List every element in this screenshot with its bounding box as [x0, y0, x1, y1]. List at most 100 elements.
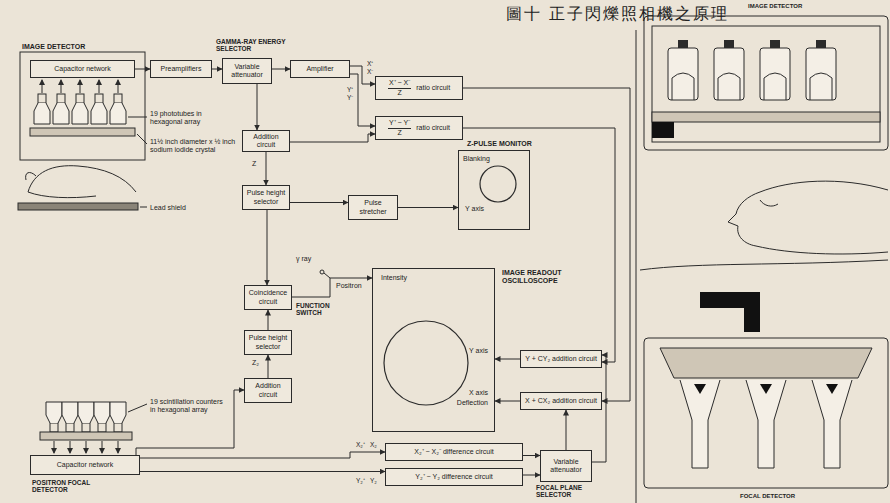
box-label: X₂⁺ − X₂⁻ difference circuit — [414, 448, 494, 456]
scintillation-counter-array — [46, 402, 126, 432]
switch-lever — [324, 273, 330, 278]
signal-wire — [523, 475, 540, 476]
terminal-label: Y axis — [465, 205, 484, 213]
difference-circuit-box: X₂⁺ − X₂⁻ difference circuit — [385, 443, 523, 461]
callout-label: Y⁻ — [346, 94, 354, 101]
ratio-circuit-box: X⁺ − X⁻Zratio circuit — [375, 76, 463, 100]
attenuator-box: Variable attenuator — [540, 450, 592, 482]
callout-label: X⁻ — [366, 68, 374, 75]
box-label: ratio circuit — [416, 84, 450, 92]
focal-detector-housing — [644, 338, 888, 488]
signal-wire — [398, 207, 458, 208]
preamplifier-box: Preamplifiers — [150, 60, 212, 78]
callout-label: Y₂ — [369, 477, 378, 484]
amplifier-box: Amplifier — [290, 60, 350, 78]
box-label: Variable attenuator — [225, 63, 269, 79]
screen-circle — [384, 321, 468, 405]
section-heading: POSITRON FOCAL DETECTOR — [32, 479, 112, 494]
addition-circuit-box: Y + CY₂ addition circuit — [520, 350, 602, 368]
fraction: X⁺ − X⁻Z — [388, 79, 411, 96]
signal-wire — [268, 310, 269, 330]
box-label: Amplifier — [306, 65, 333, 73]
text-group: Y₂⁺ − Y₂ difference circuit — [415, 473, 492, 481]
text-group: Capacitor network — [54, 65, 110, 73]
difference-circuit-box: Y₂⁺ − Y₂ difference circuit — [385, 468, 523, 486]
callout-label: Positron — [336, 282, 362, 290]
box-label: Pulse stretcher — [351, 199, 395, 215]
signal-wire — [140, 471, 385, 472]
signal-wire — [135, 69, 150, 70]
patient-head — [728, 181, 888, 254]
box-label: Capacitor network — [54, 65, 110, 73]
signal-wire — [268, 355, 269, 378]
signal-wire — [350, 66, 375, 84]
section-heading: IMAGE DETECTOR — [748, 3, 802, 10]
addition-circuit-box: Addition circuit — [242, 130, 290, 152]
fraction-term: X⁺ − X⁻ — [388, 79, 411, 88]
oscilloscope-screen: IMAGE READOUT OSCILLOSCOPEIntensityY axi… — [372, 268, 495, 432]
box-label: Y₂⁺ − Y₂ difference circuit — [415, 473, 492, 481]
phototube-row — [668, 40, 836, 100]
patient-head — [26, 166, 136, 198]
callout-label: γ ray — [296, 255, 316, 263]
signal-wire — [292, 278, 372, 297]
box-label: Preamplifiers — [161, 65, 202, 73]
signal-wire — [495, 359, 520, 360]
leader-lines — [128, 117, 147, 412]
addition-circuit-box: X + CX₂ addition circuit — [520, 392, 602, 410]
callout-label: Y₂⁺ — [355, 477, 366, 484]
box-label: Y + CY₂ addition circuit — [525, 355, 597, 363]
callout-label: X₂⁺ — [355, 441, 366, 448]
text-group: X₂⁺ − X₂⁻ difference circuit — [414, 448, 494, 456]
text-group: Pulse height selector — [247, 334, 289, 350]
text-group: Addition circuit — [245, 133, 287, 149]
switch-contact — [320, 270, 324, 274]
figure-title: 圖十 正子閃爍照相機之原理 — [506, 4, 729, 23]
callout-label: 19 scintillation counters in hexagonal a… — [150, 398, 226, 414]
section-heading: IMAGE DETECTOR — [22, 43, 85, 51]
section-heading: GAMMA-RAY ENERGY SELECTOR — [216, 38, 294, 53]
terminal-label: Intensity — [381, 274, 407, 282]
signal-wire — [463, 128, 615, 362]
callout-label: Z — [252, 160, 256, 168]
detector-frame — [20, 52, 145, 160]
signal-wire — [272, 69, 290, 70]
signal-arrows — [42, 80, 118, 93]
focal-crystal — [660, 348, 872, 378]
section-heading: FOCAL PLANE SELECTOR — [536, 484, 606, 499]
signal-wire — [566, 410, 567, 450]
callout-label: X⁺ — [366, 60, 374, 67]
signal-wire — [257, 84, 258, 130]
box-label: Pulse height selector — [245, 189, 287, 205]
monitor-screen: Z-PULSE MONITORBlankingY axis — [458, 150, 530, 230]
callout-label: X₂ — [369, 441, 378, 448]
text-group: Capacitor network — [57, 461, 113, 469]
signal-wire — [495, 401, 520, 402]
fraction-term: Z — [397, 89, 401, 97]
box-label: Coincidence circuit — [247, 289, 289, 305]
text-group: Coincidence circuit — [247, 289, 289, 305]
text-group: X⁺ − X⁻Zratio circuit — [388, 79, 450, 96]
box-label: Pulse height selector — [247, 334, 289, 350]
text-group: Pulse stretcher — [351, 199, 395, 215]
terminal-label: Y axis — [469, 347, 488, 355]
capacitor-network-box: Capacitor network — [30, 60, 135, 78]
callout-label: Lead shield — [150, 204, 186, 212]
pillow-line — [640, 200, 888, 270]
text-group: Y⁺ − Y⁻Zratio circuit — [388, 119, 450, 136]
addition-circuit-box: Addition circuit — [244, 378, 292, 403]
crystal — [652, 112, 880, 122]
pulse-selector-box: Pulse height selector — [242, 185, 290, 210]
callout-label: 11½ inch diameter x ½ inch sodium iodide… — [150, 138, 238, 154]
attenuator-box: Variable attenuator — [222, 58, 272, 84]
lead-shield — [18, 203, 138, 210]
screen-heading: IMAGE READOUT OSCILLOSCOPE — [502, 269, 574, 285]
pulse-stretcher-box: Pulse stretcher — [348, 195, 398, 220]
terminal-label: X axis — [469, 389, 488, 397]
text-group: Variable attenuator — [543, 458, 589, 474]
phototube-array — [34, 94, 126, 124]
ratio-circuit-box: Y⁺ − Y⁻Zratio circuit — [375, 116, 463, 140]
fraction: Y⁺ − Y⁻Z — [388, 119, 411, 136]
signal-wire — [140, 452, 385, 458]
